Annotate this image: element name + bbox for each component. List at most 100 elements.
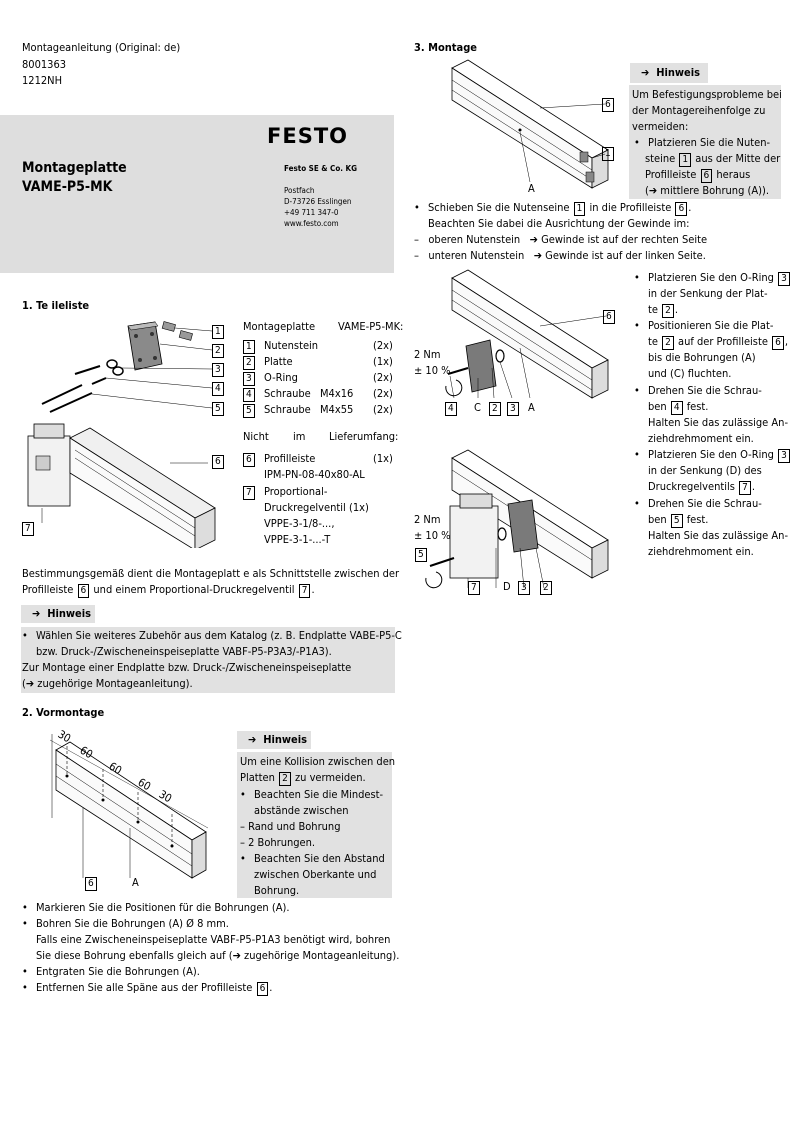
arrow-icon: ➔ [248, 733, 257, 746]
step: Markieren Sie die Positionen für die Boh… [22, 900, 289, 916]
part-qty: (1x) [373, 452, 393, 465]
step: Bohren Sie die Bohrungen (A) Ø 8 mm. [22, 916, 229, 932]
hint-text: Platzieren Sie die Nuten- [634, 135, 770, 151]
assembly-figure-2 [445, 269, 609, 399]
callout-2: 2 [212, 344, 224, 358]
step-detail: te 2 auf der Profilleiste 6, [648, 335, 788, 350]
callout-6: 6 [85, 877, 97, 891]
step-detail: Beachten Sie dabei die Ausrichtung der G… [428, 217, 690, 230]
part-code: VPPE-3-1/8-..., [264, 517, 335, 530]
website: www.festo.com [284, 219, 339, 228]
callout-2: 2 [489, 402, 501, 416]
hint-text: (➔ zugehörige Montageanleitung). [22, 677, 193, 690]
part-num: 2 [243, 356, 255, 370]
callout-6: 6 [603, 310, 615, 324]
step: Platzieren Sie den O-Ring 3 [634, 447, 791, 463]
step-detail: und (C) fluchten. [648, 367, 732, 380]
step: Positionieren Sie die Plat- [634, 318, 773, 334]
callout-6: 6 [212, 455, 224, 469]
part-num: 4 [243, 388, 255, 402]
step-detail: in der Senkung (D) des [648, 464, 762, 477]
hole-label: A [528, 182, 535, 195]
step: Schieben Sie die Nutenseine 1 in die Pro… [414, 200, 691, 216]
step-detail: Halten Sie das zulässige An- [648, 416, 789, 429]
part-num: 6 [243, 453, 255, 467]
intended-use: Bestimmungsgemäß dient die Montageplatt … [22, 567, 400, 580]
drilling-figure [49, 734, 209, 879]
part-num: 1 [243, 340, 255, 354]
step-detail: Sie diese Bohrung ebenfalls gleich auf (… [36, 949, 400, 962]
hole-label: A [132, 876, 139, 889]
part-spec: M4x16 [320, 387, 354, 400]
callout-3: 3 [507, 402, 519, 416]
parts-figure [27, 321, 216, 548]
step-detail: ben 4 fest. [648, 400, 709, 415]
part-num: 7 [243, 486, 255, 500]
hint-text: Zur Montage einer Endplatte bzw. Druck-/… [22, 661, 352, 674]
hint-box [237, 752, 392, 898]
hint-text: vermeiden: [632, 120, 689, 133]
hint-text: Beachten Sie den Abstand [240, 851, 385, 867]
hint-text: steine 1 aus der Mitte der [645, 152, 781, 167]
callout-5: 5 [212, 402, 224, 416]
address-line: D-73726 Esslingen [284, 197, 352, 206]
section-heading: 3. Montage [414, 41, 477, 54]
not-included-label: im [293, 430, 306, 443]
hint-text: Um Befestigungsprobleme bei [632, 88, 782, 101]
hole-label: C [474, 401, 481, 414]
hint-text: Platten 2 zu vermeiden. [240, 771, 366, 786]
step-detail: te 2. [648, 303, 679, 318]
part-num: 3 [243, 372, 255, 386]
callout-6: 6 [602, 98, 614, 112]
part-num: 5 [243, 404, 255, 418]
hint-text: (➔ mittlere Bohrung (A)). [645, 184, 769, 197]
part-qty: (2x) [373, 371, 393, 384]
callout-7: 7 [22, 522, 34, 536]
callout-3: 3 [212, 363, 224, 377]
callout-4: 4 [212, 382, 224, 396]
parts-list-title: Montageplatte [243, 320, 316, 333]
part-qty: (1x) [373, 355, 393, 368]
callout-4: 4 [445, 402, 457, 416]
callout-3: 3 [518, 581, 530, 595]
product-code: VAME-P5-MK [22, 179, 113, 195]
torque-value: 2 Nm [414, 348, 441, 361]
doc-version: 1212NH [22, 74, 63, 87]
step-detail: ben 5 fest. [648, 513, 709, 528]
part-name: Proportional- [264, 485, 328, 498]
arrow-icon: ➔ [641, 66, 650, 79]
part-qty: (1x) [349, 501, 369, 514]
part-qty: (2x) [373, 339, 393, 352]
part-name: Profilleiste [264, 452, 316, 465]
company-name: Festo SE & Co. KG [284, 164, 357, 173]
step-detail: Falls eine Zwischeneinspeiseplatte VABF-… [36, 933, 391, 946]
step-detail: Druckregelventils 7. [648, 480, 755, 495]
hint-text: der Montagereihenfolge zu [632, 104, 766, 117]
phone: +49 711 347-0 [284, 208, 339, 217]
torque-value: 2 Nm [414, 513, 441, 526]
hint-text: abstände zwischen [254, 804, 349, 817]
part-qty: (2x) [373, 387, 393, 400]
title-band [0, 115, 394, 273]
hole-label: A [528, 401, 535, 414]
step-detail: – unteren Nutenstein ➔ Gewinde ist auf d… [414, 249, 706, 262]
festo-logo: FESTO [267, 124, 348, 148]
doc-number: 8001363 [22, 58, 67, 71]
step-detail: in der Senkung der Plat- [648, 287, 768, 300]
torque-tolerance: ± 10 % [414, 364, 451, 377]
callout-1: 1 [602, 147, 614, 161]
part-code: IPM-PN-08-40x80-AL [264, 468, 365, 481]
step: Platzieren Sie den O-Ring 3 [634, 270, 791, 286]
doc-type: Montageanleitung (Original: de) [22, 41, 181, 54]
part-name: Nutenstein [264, 339, 319, 352]
hint-text: Bohrung. [254, 884, 300, 897]
hint-text: Beachten Sie die Mindest- [240, 787, 383, 803]
parts-list-code: VAME-P5-MK: [338, 320, 404, 333]
callout-7: 7 [468, 581, 480, 595]
part-name: Schraube [264, 387, 311, 400]
part-name: Schraube [264, 403, 311, 416]
part-code: VPPE-3-1-...-T [264, 533, 331, 546]
hint-label-bg [21, 605, 95, 623]
part-qty: (2x) [373, 403, 393, 416]
hint-text: Um eine Kollision zwischen den [240, 755, 396, 768]
